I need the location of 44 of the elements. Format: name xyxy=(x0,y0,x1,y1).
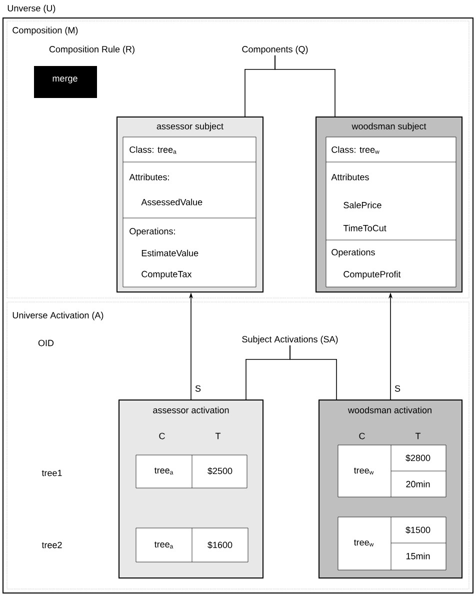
connector xyxy=(290,345,337,400)
row-label: tree2 xyxy=(42,542,62,548)
edge-label: S xyxy=(194,384,202,393)
cell-text: tree$_{a}$ xyxy=(154,468,174,474)
box-heading: assessor subject xyxy=(156,122,224,132)
connector xyxy=(274,55,336,117)
cell-text: $2500 xyxy=(208,467,232,475)
operation-name: ComputeProfit xyxy=(344,270,401,280)
cell-text: 15min xyxy=(406,552,430,560)
operation-name: EstimateValue xyxy=(142,250,198,256)
region-heading: Universe Activation (A) xyxy=(12,312,104,320)
class-name: Class: tree$_{w}$ xyxy=(332,146,380,154)
column-heading: C xyxy=(159,432,165,440)
box-heading: assessor activation xyxy=(153,406,229,414)
attribute-name: SalePrice xyxy=(344,202,382,208)
frame-heading: Unverse (U) xyxy=(8,4,56,14)
attribute-name: TimeToCut xyxy=(343,224,386,232)
class-name: Class: tree$_{a}$ xyxy=(130,146,176,154)
region-heading: Composition (M) xyxy=(12,26,78,36)
cell-text: tree$_{a}$ xyxy=(154,542,174,548)
section-heading: Attributes xyxy=(331,174,369,180)
section-heading: Operations xyxy=(332,248,375,258)
box-heading: woodsman subject xyxy=(352,122,426,132)
operation-name: ComputeTax xyxy=(142,270,192,280)
cell-text: $2800 xyxy=(406,454,430,462)
box-heading: woodsman activation xyxy=(348,406,432,414)
attribute-name: AssessedValue xyxy=(141,198,202,206)
rule-heading: Composition Rule (R) xyxy=(49,46,134,54)
section-heading: Operations: xyxy=(130,228,175,236)
cell-text: tree$_{w}$ xyxy=(354,468,374,474)
group-label: Components (Q) xyxy=(242,46,308,54)
section-heading: Attributes: xyxy=(129,174,169,180)
column-heading: T xyxy=(215,432,221,440)
row-label: tree1 xyxy=(42,470,62,476)
column-heading: T xyxy=(415,432,421,440)
cell-text: 20min xyxy=(406,480,430,488)
column-heading: C xyxy=(359,432,365,440)
cell-text: $1500 xyxy=(406,526,430,534)
edge-label: S xyxy=(394,384,402,393)
cell-text: tree$_{w}$ xyxy=(354,540,374,546)
row-label: OID xyxy=(38,340,54,346)
group-label: Subject Activations (SA) xyxy=(242,336,338,344)
cell-text: $1600 xyxy=(208,541,232,549)
rule-label: merge xyxy=(52,76,78,84)
